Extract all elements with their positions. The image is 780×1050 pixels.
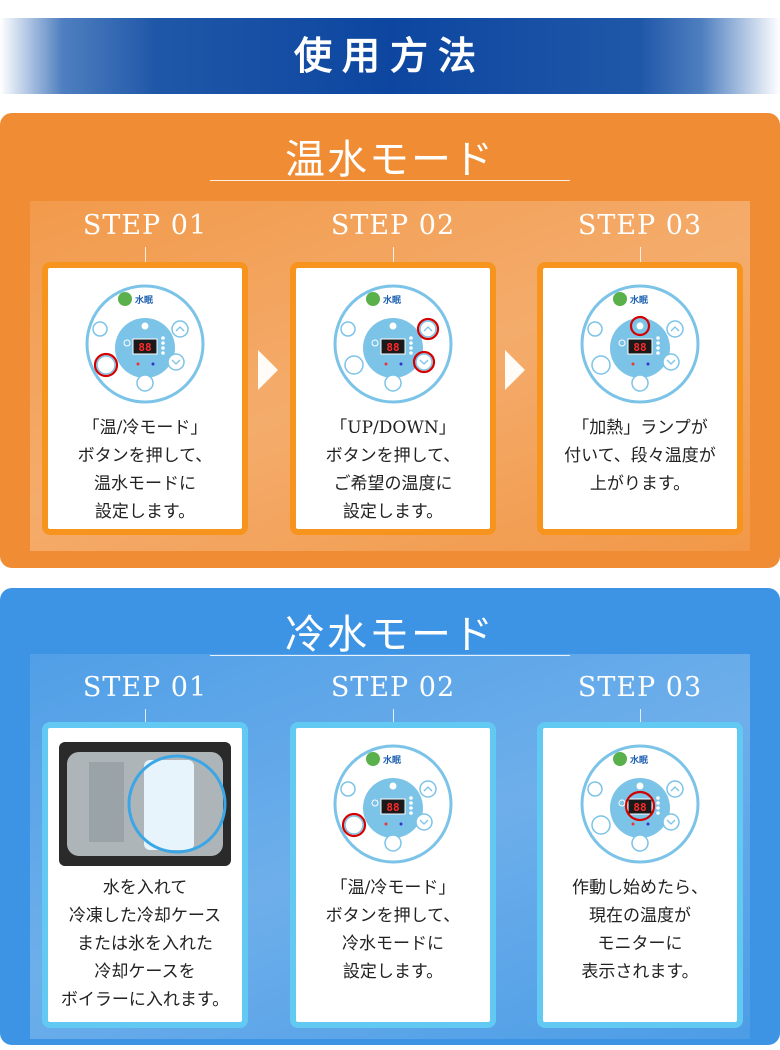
instruction-line: 冷却ケースを bbox=[94, 962, 196, 982]
step-card: 水眠 88 「温/冷モード」ボタンを押して、冷水モードに設定します。 bbox=[290, 722, 496, 1028]
control-panel-image: 水眠 88 bbox=[85, 284, 205, 404]
connector-line bbox=[640, 247, 641, 262]
instruction-line: 「温/冷モード」 bbox=[82, 418, 208, 438]
step-label: STEP 03 bbox=[577, 672, 703, 703]
svg-text:88: 88 bbox=[633, 341, 646, 354]
svg-text:88: 88 bbox=[138, 341, 151, 354]
instruction-line: または氷を入れた bbox=[77, 934, 213, 954]
instruction-line: モニターに bbox=[597, 934, 683, 954]
instruction-line: 表示されます。 bbox=[581, 962, 699, 982]
step-label: STEP 01 bbox=[82, 210, 208, 241]
instruction-line: 設定します。 bbox=[94, 502, 196, 522]
connector-line bbox=[393, 709, 394, 722]
arrow-right-icon bbox=[505, 350, 525, 390]
step-card: 水眠 88 「UP/DOWN」ボタンを押して、ご希望の温度に設定します。 bbox=[290, 262, 496, 535]
page-header: 使用方法 bbox=[0, 18, 780, 94]
connector-line bbox=[393, 247, 394, 262]
svg-text:水眠: 水眠 bbox=[383, 294, 401, 306]
instruction-line: ボタンを押して、 bbox=[325, 906, 461, 926]
step-card: 水眠 88 作動し始めたら、現在の温度がモニターに表示されます。 bbox=[537, 722, 743, 1028]
step-instructions: 作動し始めたら、現在の温度がモニターに表示されます。 bbox=[543, 874, 737, 986]
step-instructions: 「加熱」ランプが付いて、段々温度が上がります。 bbox=[543, 414, 737, 498]
svg-text:88: 88 bbox=[386, 801, 399, 814]
instruction-line: 水を入れて bbox=[102, 878, 188, 898]
step-card: 水を入れて冷凍した冷却ケースまたは氷を入れた冷却ケースをボイラーに入れます。 bbox=[42, 722, 248, 1028]
connector-line bbox=[640, 709, 641, 722]
control-panel-image: 水眠 88 bbox=[333, 284, 453, 404]
svg-text:水眠: 水眠 bbox=[135, 294, 153, 306]
boiler-photo bbox=[59, 742, 231, 866]
connector-line bbox=[145, 709, 146, 722]
connector-line bbox=[145, 247, 146, 262]
instruction-line: 作動し始めたら、 bbox=[572, 878, 708, 898]
svg-text:水眠: 水眠 bbox=[383, 754, 401, 766]
svg-text:88: 88 bbox=[386, 341, 399, 354]
step-card: 水眠 88 「加熱」ランプが付いて、段々温度が上がります。 bbox=[537, 262, 743, 535]
step-card: 水眠 88 「温/冷モード」ボタンを押して、温水モードに設定します。 bbox=[42, 262, 248, 535]
svg-text:水眠: 水眠 bbox=[630, 754, 648, 766]
step-instructions: 「温/冷モード」ボタンを押して、温水モードに設定します。 bbox=[48, 414, 242, 526]
instruction-line: ボタンを押して、 bbox=[77, 446, 213, 466]
svg-text:水眠: 水眠 bbox=[630, 294, 648, 306]
instruction-line: 「温/冷モード」 bbox=[330, 878, 456, 898]
section-title: 温水モード bbox=[285, 137, 495, 183]
instruction-line: 上がります。 bbox=[589, 474, 691, 494]
section-title: 冷水モード bbox=[285, 612, 495, 658]
instruction-line: ご希望の温度に bbox=[333, 474, 453, 494]
instruction-line: 現在の温度が bbox=[589, 906, 691, 926]
instruction-line: 「UP/DOWN」 bbox=[330, 418, 456, 438]
instruction-line: 付いて、段々温度が bbox=[564, 446, 716, 466]
instruction-line: 冷水モードに bbox=[342, 934, 444, 954]
control-panel-image: 水眠 88 bbox=[580, 284, 700, 404]
svg-text:88: 88 bbox=[633, 801, 646, 814]
step-label: STEP 01 bbox=[82, 672, 208, 703]
instruction-line: 温水モードに bbox=[94, 474, 196, 494]
arrow-right-icon bbox=[258, 350, 278, 390]
step-label: STEP 02 bbox=[330, 210, 456, 241]
instruction-line: 設定します。 bbox=[342, 962, 444, 982]
instruction-line: 設定します。 bbox=[342, 502, 444, 522]
instruction-line: ボイラーに入れます。 bbox=[60, 990, 230, 1010]
title-divider bbox=[210, 180, 570, 181]
control-panel-image: 水眠 88 bbox=[333, 744, 453, 864]
instruction-line: ボタンを押して、 bbox=[325, 446, 461, 466]
instruction-line: 冷凍した冷却ケース bbox=[68, 906, 222, 926]
step-instructions: 「UP/DOWN」ボタンを押して、ご希望の温度に設定します。 bbox=[296, 414, 490, 526]
cold-water-mode-section: 冷水モード STEP 01 水を入れて冷凍した冷却ケースまたは氷を入れた冷却ケー… bbox=[0, 588, 780, 1045]
control-panel-image: 水眠 88 bbox=[580, 744, 700, 864]
page-title: 使用方法 bbox=[293, 34, 486, 78]
step-instructions: 「温/冷モード」ボタンを押して、冷水モードに設定します。 bbox=[296, 874, 490, 986]
hot-water-mode-section: 温水モード STEP 01 水眠 88 「温/冷モード」ボタンを押して、温水モー… bbox=[0, 113, 780, 568]
title-divider bbox=[210, 655, 570, 656]
step-label: STEP 02 bbox=[330, 672, 456, 703]
step-instructions: 水を入れて冷凍した冷却ケースまたは氷を入れた冷却ケースをボイラーに入れます。 bbox=[48, 874, 242, 1014]
instruction-line: 「加熱」ランプが bbox=[572, 418, 708, 438]
step-label: STEP 03 bbox=[577, 210, 703, 241]
